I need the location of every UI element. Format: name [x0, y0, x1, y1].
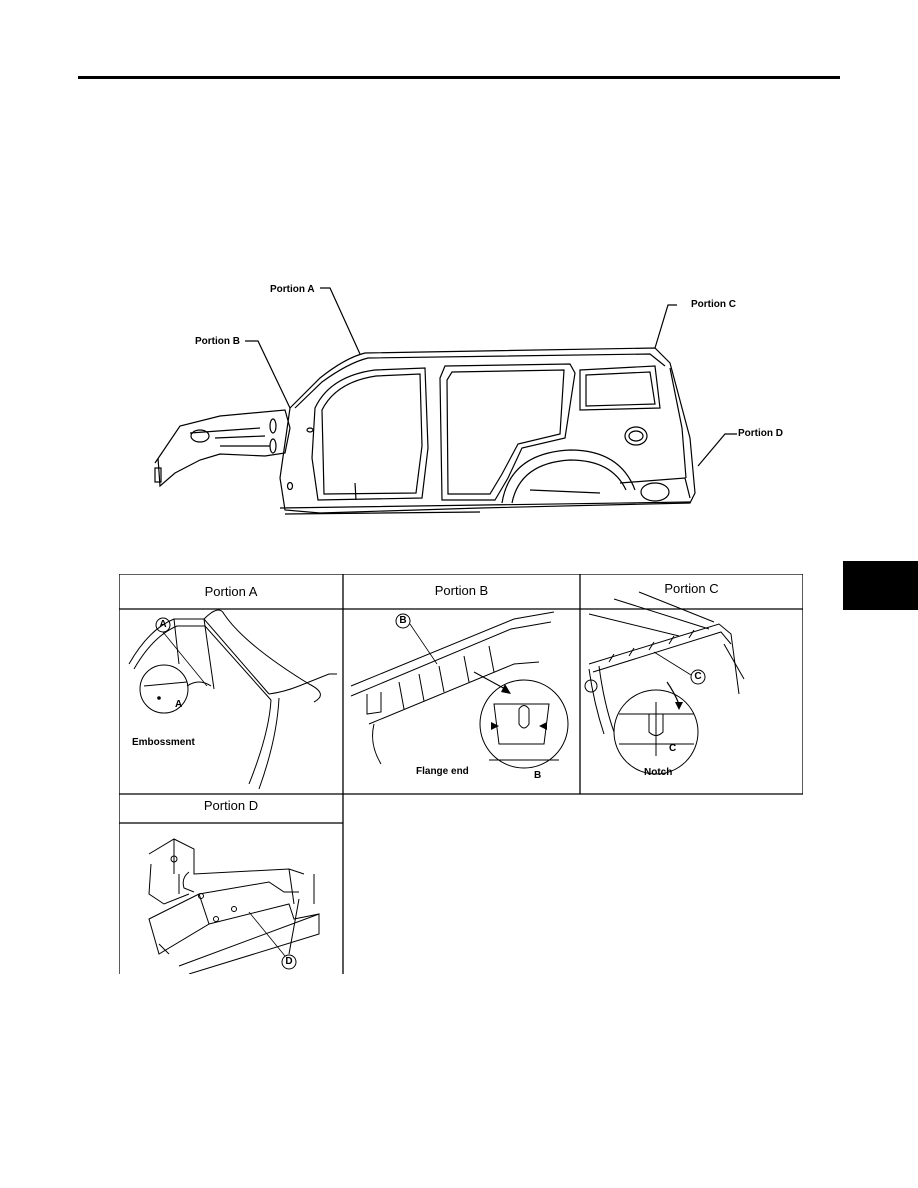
portion-b-title: Portion B [434, 583, 489, 598]
marker-d-circle [281, 954, 297, 970]
body-side-illustration [154, 287, 737, 515]
embossment-label: Embossment [132, 737, 195, 748]
inset-a-label: A [175, 699, 183, 710]
marker-c-circle [690, 669, 706, 685]
portion-b-drawing [350, 611, 569, 769]
marker-b-circle [395, 613, 411, 629]
marker-b-label: B [399, 615, 407, 626]
callout-portion-b: Portion B [195, 336, 240, 347]
flange-end-label: Flange end [416, 766, 469, 777]
portion-d-title: Portion D [203, 798, 259, 813]
section-tab [843, 561, 918, 610]
callout-portion-d: Portion D [738, 428, 783, 439]
inset-b-label: B [534, 770, 542, 781]
marker-a-label: A [159, 619, 167, 630]
inset-c-label: C [669, 743, 677, 754]
portion-c-title: Portion C [664, 581, 719, 596]
portion-c-drawing [584, 591, 745, 775]
notch-label: Notch [644, 767, 673, 778]
detail-grid [119, 574, 803, 974]
portion-a-drawing [128, 609, 337, 790]
portion-a-title: Portion A [204, 584, 258, 599]
callout-portion-c: Portion C [691, 299, 736, 310]
callout-portion-a: Portion A [270, 284, 315, 295]
marker-c-label: C [694, 671, 702, 682]
marker-d-label: D [285, 956, 293, 967]
header-rule [78, 76, 840, 79]
portion-d-drawing [148, 838, 320, 974]
